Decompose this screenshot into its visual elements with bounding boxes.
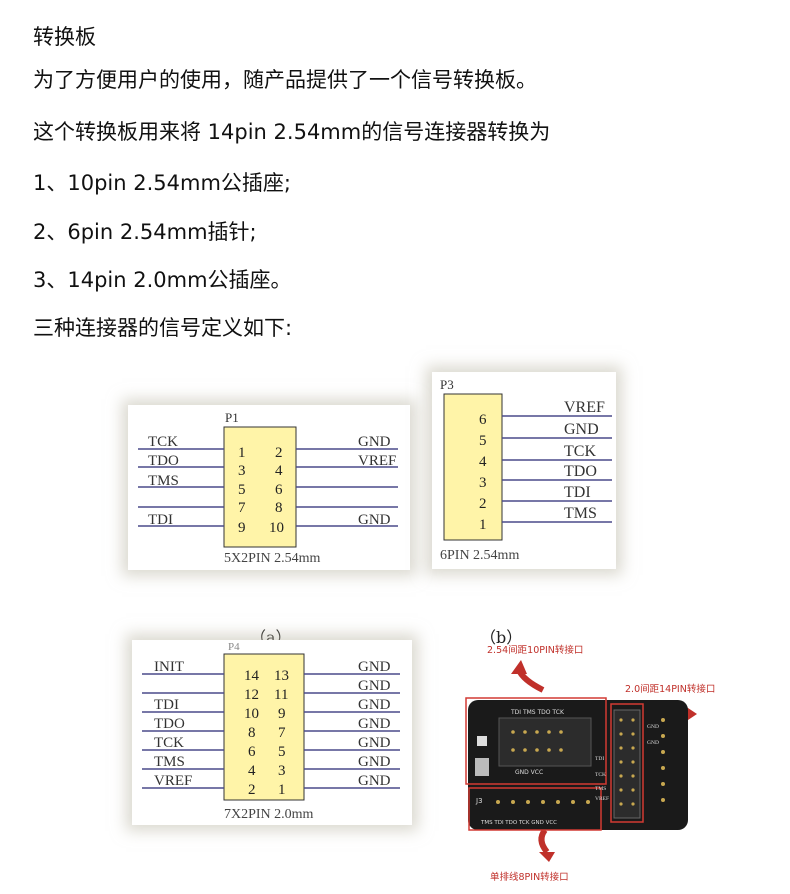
j2-bottom-labels: GND VCC (515, 769, 543, 776)
p4-left-signal: TDO (154, 716, 185, 732)
p4-pin: 13 (274, 668, 289, 684)
p4-pin: 5 (278, 744, 286, 760)
highlight-j4 (610, 703, 644, 823)
j4-label: VREF (595, 796, 609, 802)
p4-pin: 7 (278, 725, 286, 741)
p1-left-signal: TCK (148, 434, 178, 450)
p4-right-signal: GND (358, 735, 391, 751)
p4-pin: 14 (244, 668, 260, 684)
p4-pin: 4 (248, 763, 256, 779)
j2-top-labels: TDI TMS TDO TCK (510, 709, 565, 716)
p4-pin: 12 (244, 687, 259, 703)
p4-pin: 2 (248, 782, 256, 798)
arrow-8pin-icon (538, 828, 550, 854)
paragraph-1: 为了方便用户的使用，随产品提供了一个信号转换板。 (33, 68, 537, 92)
p3-pin: 4 (479, 454, 487, 470)
p1-left-signal: TDI (148, 512, 173, 528)
p3-signal: TCK (564, 443, 596, 460)
p1-caption: 5X2PIN 2.54mm (224, 551, 321, 566)
p4-right-signal: GND (358, 697, 391, 713)
p1-pin: 4 (275, 463, 283, 479)
p1-right-signal: GND (358, 434, 391, 450)
p3-pin: 1 (479, 517, 487, 533)
p1-pin: 7 (238, 500, 246, 516)
p4-pin: 1 (278, 782, 286, 798)
p4-pin: 9 (278, 706, 286, 722)
p1-label: P1 (225, 410, 239, 425)
p1-pin: 6 (275, 482, 283, 498)
p4-connector-figure: P4 INIT TDI TDO TCK TMS VREF GND GND GND… (132, 640, 412, 825)
section-title: 转换板 (33, 25, 96, 49)
j4-label: TDI (595, 756, 604, 762)
p1-pin: 10 (269, 520, 284, 536)
p1-right-signal: VREF (358, 453, 396, 469)
p4-pin: 11 (274, 687, 288, 703)
adapter-board-photo: 2.54间距10PIN转接口 2.0间距14PIN转接口 TDI TMS TDO… (463, 640, 763, 890)
p4-caption: 7X2PIN 2.0mm (224, 807, 314, 822)
j3-label: J3 (475, 797, 483, 805)
p1-pin: 3 (238, 463, 246, 479)
p4-right-signal: GND (358, 659, 391, 675)
list-item-3: 3、14pin 2.0mm公插座。 (33, 268, 292, 292)
j4-label: GND (647, 740, 659, 746)
j4-label: TMS (595, 786, 606, 792)
p4-left-signal: TDI (154, 697, 179, 713)
j3-bottom-labels: TMS TDI TDO TCK GND VCC (480, 820, 557, 826)
p1-pin: 9 (238, 520, 246, 536)
p3-connector-figure: P3 6 5 4 3 2 1 VREF GND TCK TDO TDI TMS … (432, 372, 616, 569)
p1-pin: 1 (238, 445, 246, 461)
j4-label: TCK (595, 772, 606, 778)
highlight-j3 (468, 787, 602, 831)
p1-pin: 8 (275, 500, 283, 516)
p3-label: P3 (440, 377, 454, 392)
p4-right-signal: GND (358, 773, 391, 789)
paragraph-3: 三种连接器的信号定义如下: (33, 316, 293, 340)
j4-label: GND (647, 724, 659, 730)
p1-right-signal: GND (358, 512, 391, 528)
p1-pin: 5 (238, 482, 246, 498)
label-10pin: 2.54间距10PIN转接口 (487, 644, 583, 656)
p4-pin: 3 (278, 763, 286, 779)
p3-signal: TDI (564, 484, 591, 501)
p3-signal: VREF (564, 399, 605, 416)
p4-right-signal: GND (358, 678, 391, 694)
paragraph-2: 这个转换板用来将 14pin 2.54mm的信号连接器转换为 (33, 120, 551, 144)
p4-right-signal: GND (358, 754, 391, 770)
p3-signal: TDO (564, 463, 597, 480)
p4-left-signal: TCK (154, 735, 184, 751)
p1-left-signal: TDO (148, 453, 179, 469)
p4-left-signal: TMS (154, 754, 185, 770)
p1-pin: 2 (275, 445, 283, 461)
label-8pin: 单排线8PIN转接口 (490, 871, 569, 883)
p4-left-signal: VREF (154, 773, 192, 789)
p3-pin: 2 (479, 496, 487, 512)
list-item-1: 1、10pin 2.54mm公插座; (33, 171, 291, 195)
p3-pin: 6 (479, 412, 487, 428)
p4-pin: 8 (248, 725, 256, 741)
p3-pin: 3 (479, 475, 487, 491)
p1-connector-figure: P1 TCK TDO TMS TDI GND VREF GND 1 3 5 7 (128, 405, 410, 570)
highlight-j2 (465, 697, 607, 785)
list-item-2: 2、6pin 2.54mm插针; (33, 220, 257, 244)
p4-label: P4 (228, 641, 240, 653)
caption-b: （b） (480, 628, 523, 647)
p3-pin: 5 (479, 433, 487, 449)
p4-pin: 10 (244, 706, 259, 722)
p3-signal: GND (564, 421, 599, 438)
p4-right-signal: GND (358, 716, 391, 732)
p4-pin: 6 (248, 744, 256, 760)
p3-signal: TMS (564, 505, 597, 522)
p3-caption: 6PIN 2.54mm (440, 548, 519, 563)
label-14pin: 2.0间距14PIN转接口 (625, 683, 715, 695)
p1-left-signal: TMS (148, 473, 179, 489)
p4-left-signal: INIT (154, 659, 184, 675)
